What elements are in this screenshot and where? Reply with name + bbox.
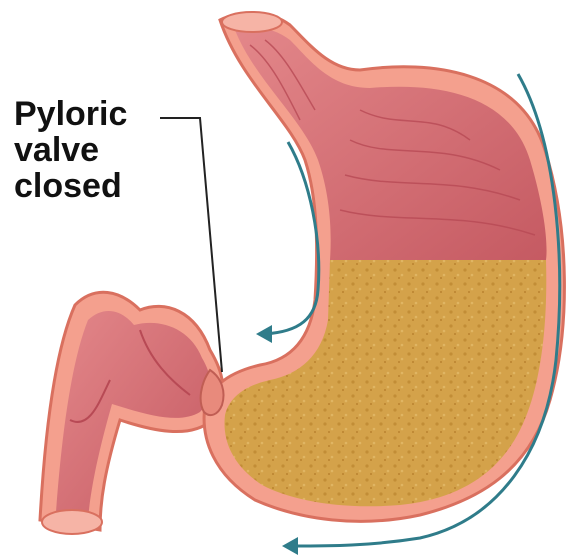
label-line-3: closed bbox=[14, 168, 127, 204]
duodenum-opening bbox=[42, 510, 102, 534]
label-line-1: Pyloric bbox=[14, 96, 127, 132]
esophagus-opening bbox=[222, 12, 282, 32]
pyloric-valve-label: Pyloric valve closed bbox=[14, 96, 127, 204]
label-line-2: valve bbox=[14, 132, 127, 168]
